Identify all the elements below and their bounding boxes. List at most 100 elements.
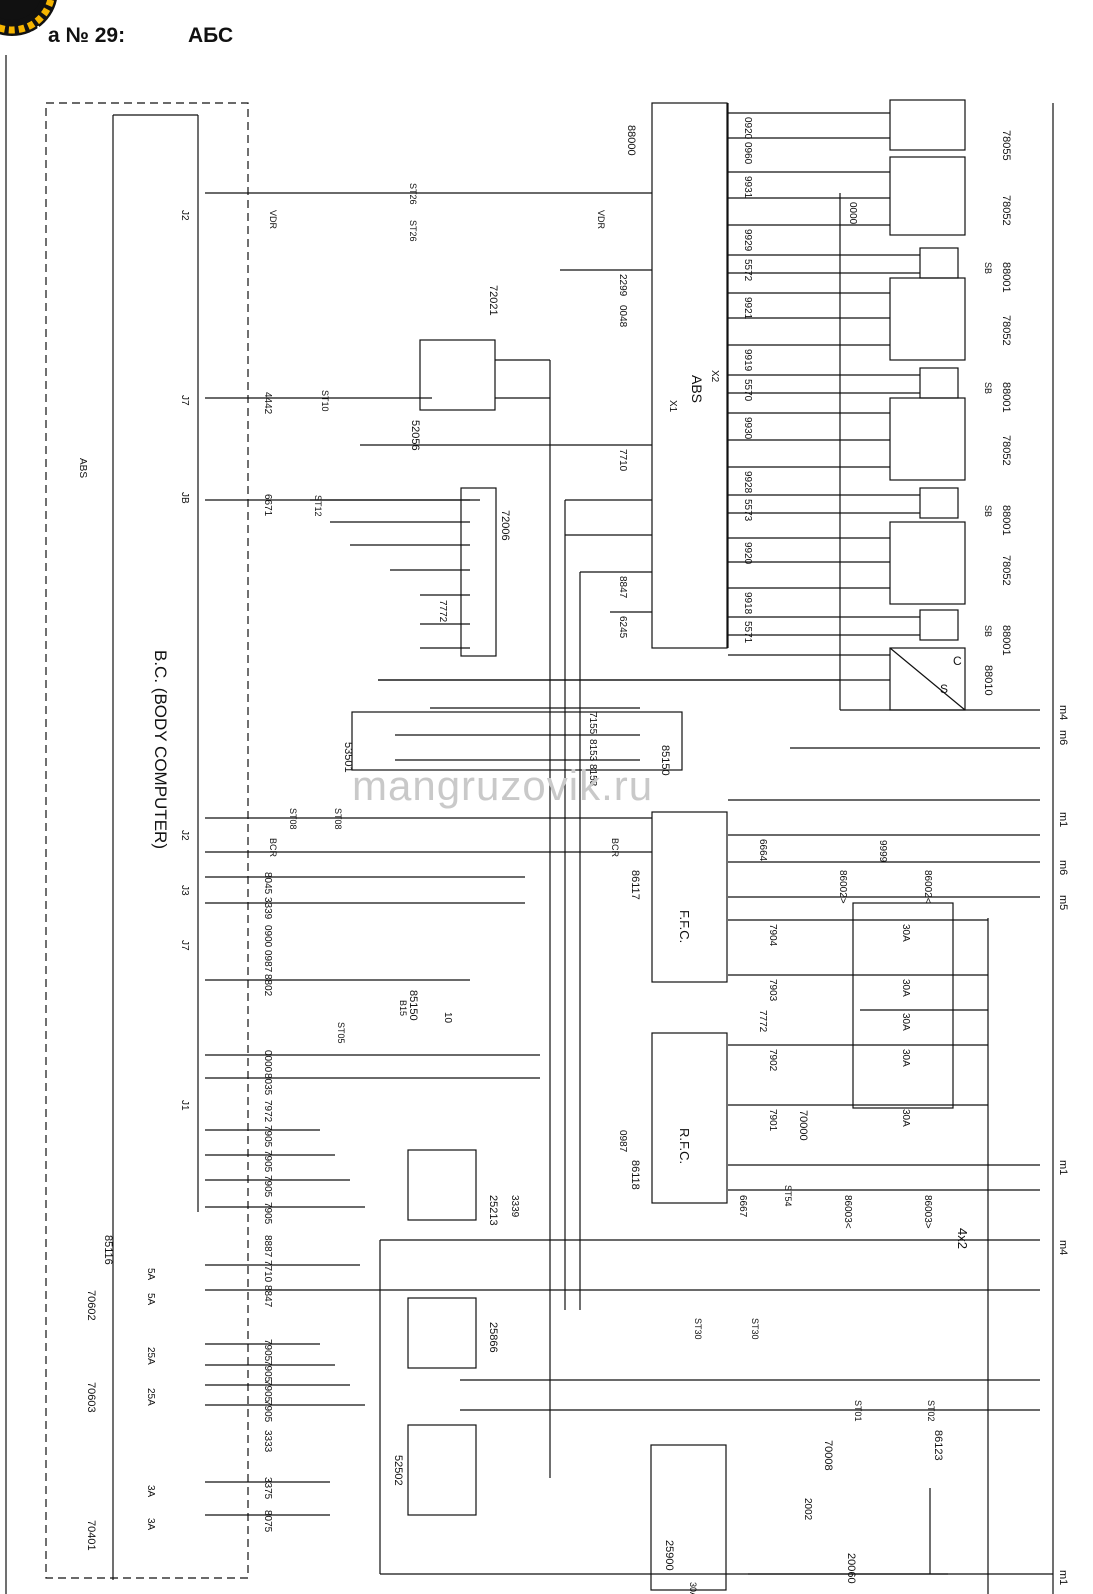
label-m-st02: ST02 [926,1400,936,1422]
label-wr-7903: 7903 [767,979,778,1002]
label-unit-78052c: 78052 [1000,435,1012,466]
label-f-30a-1: 30A [900,924,911,942]
label-wr-7902: 7902 [767,1049,778,1072]
label-unit-78052d: 78052 [1000,555,1012,586]
label-w-8847: 8847 [262,1285,273,1308]
label-f-5a-1: 5A [145,1268,156,1281]
label-unit-70603: 70603 [85,1382,97,1413]
label-wr-8158: 8158 [587,764,598,787]
label-m-st54: ST54 [783,1185,793,1207]
label-unit-78052a: 78052 [1000,195,1012,226]
label-wr-6667: 6667 [737,1195,748,1218]
label-wr-2002: 2002 [802,1498,813,1521]
label-wr-7904: 7904 [767,924,778,947]
label-unit-88001c: 88001 [1000,505,1012,536]
label-m-vdr1: VDR [268,210,278,230]
label-f-30a-4: 30A [900,1049,911,1067]
label-unit-86002b: 86002< [922,870,933,904]
label-f-3a-2: 3A [145,1518,156,1531]
label-g-m6b: m6 [1057,860,1069,875]
label-w-4442: 4442 [262,392,273,415]
label-unit-88001d: 88001 [1000,625,1012,656]
label-ffc-label: F.F.C. [677,910,692,943]
label-g-m1a: m1 [1057,812,1069,827]
label-wr-9929: 9929 [742,229,753,252]
label-g-m4a: m4 [1057,705,1069,720]
label-f-3a-1: 3A [145,1485,156,1498]
label-unit-25866: 25866 [487,1322,499,1353]
label-g-m4b: m4 [1057,1240,1069,1255]
label-c-j7b: J7 [179,940,190,951]
label-c-j2b: J2 [179,830,190,841]
label-m-s: S [940,682,948,696]
label-c-x1: X1 [667,400,678,413]
label-unit-78055: 78055 [1000,130,1012,161]
label-unit-88010: 88010 [982,665,994,696]
label-m-sb1: SB [983,262,993,274]
label-wr-0960: 0960 [742,142,753,165]
label-f-5a-2: 5A [145,1293,156,1306]
label-unit-85150a: 85150 [659,745,671,776]
label-m-sb4: SB [983,625,993,637]
label-g-m1b: m1 [1057,1160,1069,1175]
label-unit-86118: 86118 [629,1160,641,1190]
label-wr-9999: 9999 [877,840,888,863]
label-m-st05: ST05 [336,1022,346,1044]
label-unit-86003b: 86003> [922,1195,933,1229]
watermark-text: mangruzovik.ru [352,762,654,809]
label-m-st01: ST01 [853,1400,863,1422]
label-m-st08a: ST08 [288,808,298,830]
label-g-m5: m5 [1057,895,1069,910]
label-c-x2: X2 [709,370,720,383]
label-w-7905f: 7905 [262,1360,273,1383]
label-c-jb: JB [179,492,190,504]
label-w-7905e: 7905 [262,1339,273,1362]
label-unit-86117: 86117 [629,870,641,900]
label-unit-25900: 25900 [663,1540,675,1571]
label-m-st08b: ST08 [333,808,343,830]
label-w-7905d: 7905 [262,1202,273,1225]
label-unit-52502: 52502 [392,1455,404,1486]
label-unit-20060: 20060 [845,1553,857,1584]
label-w-7972: 7972 [262,1100,273,1123]
label-m-30a: 30A [688,1582,698,1594]
label-unit-86002a: 86002> [837,870,848,904]
label-m-10: 10 [442,1012,453,1024]
label-w-0900: 0900 [262,925,273,948]
label-m-st12: ST12 [313,495,323,517]
page-title: а № 29: [48,24,126,47]
label-m-c: C [953,654,962,668]
label-wr-0048: 0048 [617,305,628,328]
label-unit-70008: 70008 [822,1440,834,1471]
label-wr-5573: 5573 [742,499,753,522]
label-m-st10: ST10 [320,390,330,412]
label-wr-6245: 6245 [617,616,628,639]
label-w-6671: 6671 [262,494,273,517]
diagram-static-lines [5,55,1054,1594]
label-w-7905c: 7905 [262,1175,273,1198]
label-unit-72021: 72021 [487,285,499,316]
label-c-j3: J3 [179,885,190,896]
label-unit-53501: 53501 [342,742,354,773]
label-unit-70000: 70000 [797,1110,809,1141]
label-wr-7772: 7772 [437,600,448,623]
label-wr-7155: 7155 [587,712,598,735]
label-m-sb3: SB [983,505,993,517]
label-abs-label: ABS [689,375,705,403]
label-unit-4x2: 4x2 [955,1228,970,1249]
label-wr-2299: 2299 [617,274,628,297]
label-g-m1c: m1 [1057,1570,1069,1585]
label-m-sb2: SB [983,382,993,394]
label-f-30a-2: 30A [900,979,911,997]
label-w-7905a: 7905 [262,1125,273,1148]
label-f-30a-3: 30A [900,1013,911,1031]
label-w-0000a: 0000 [262,1050,273,1073]
label-unit-78052b: 78052 [1000,315,1012,346]
label-unit-85150b: 85150 [407,990,419,1021]
label-unit-70401: 70401 [85,1520,97,1551]
label-wr-6664: 6664 [757,839,768,862]
label-f-25a-2: 25A [145,1388,156,1406]
label-unit-70602: 70602 [85,1290,97,1321]
label-unit-3339: 3339 [509,1195,520,1218]
